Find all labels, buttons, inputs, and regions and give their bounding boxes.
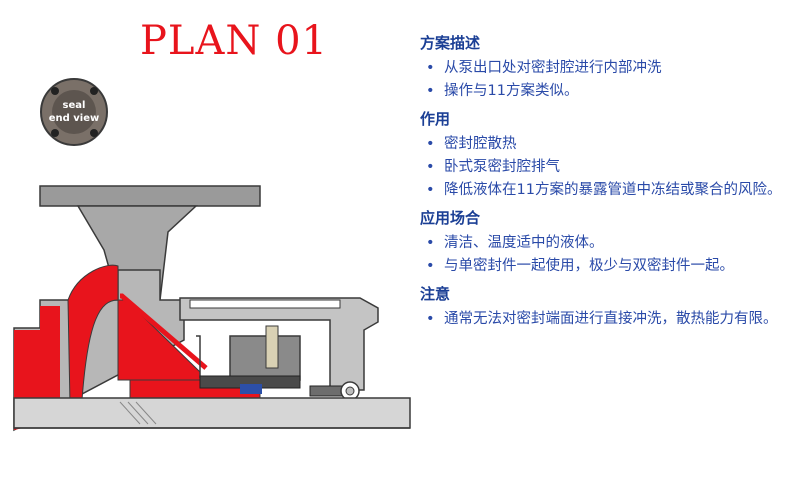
list-item: •从泵出口处对密封腔进行内部冲洗 [426, 60, 662, 76]
list-item: •密封腔散热 [426, 136, 517, 152]
seal-end-view-icon: seal end view [40, 78, 108, 146]
list-item: •通常无法对密封端面进行直接冲洗，散热能力有限。 [426, 311, 778, 327]
section-description: 方案描述 •从泵出口处对密封腔进行内部冲洗 •操作与11方案类似。 [420, 32, 790, 102]
text-panel: 方案描述 •从泵出口处对密封腔进行内部冲洗 •操作与11方案类似。 作用 •密封… [420, 26, 790, 334]
list-item: •操作与11方案类似。 [426, 83, 579, 99]
section-notes: 注意 •通常无法对密封端面进行直接冲洗，散热能力有限。 [420, 283, 790, 330]
pump-shaft [13, 397, 411, 429]
end-view-label-line2: end view [49, 113, 100, 124]
list-item: •与单密封件一起使用，极少与双密封件一起。 [426, 258, 734, 274]
page-title: PLAN 01 [140, 18, 328, 64]
mechanical-seal [199, 325, 360, 401]
section-heading: 应用场合 [420, 209, 481, 227]
list-item: •清洁、温度适中的液体。 [426, 235, 604, 251]
section-application: 应用场合 •清洁、温度适中的液体。 •与单密封件一起使用，极少与双密封件一起。 [420, 207, 790, 277]
list-item: •降低液体在11方案的暴露管道中冻结或聚合的风险。 [426, 182, 782, 198]
section-function: 作用 •密封腔散热 •卧式泵密封腔排气 •降低液体在11方案的暴露管道中冻结或聚… [420, 108, 790, 201]
seal-diagram: seal end view [13, 78, 411, 432]
list-item: •卧式泵密封腔排气 [426, 159, 560, 175]
section-heading: 注意 [420, 285, 451, 303]
section-heading: 方案描述 [420, 34, 481, 52]
section-heading: 作用 [420, 110, 451, 128]
end-view-label-line1: seal [63, 100, 86, 111]
